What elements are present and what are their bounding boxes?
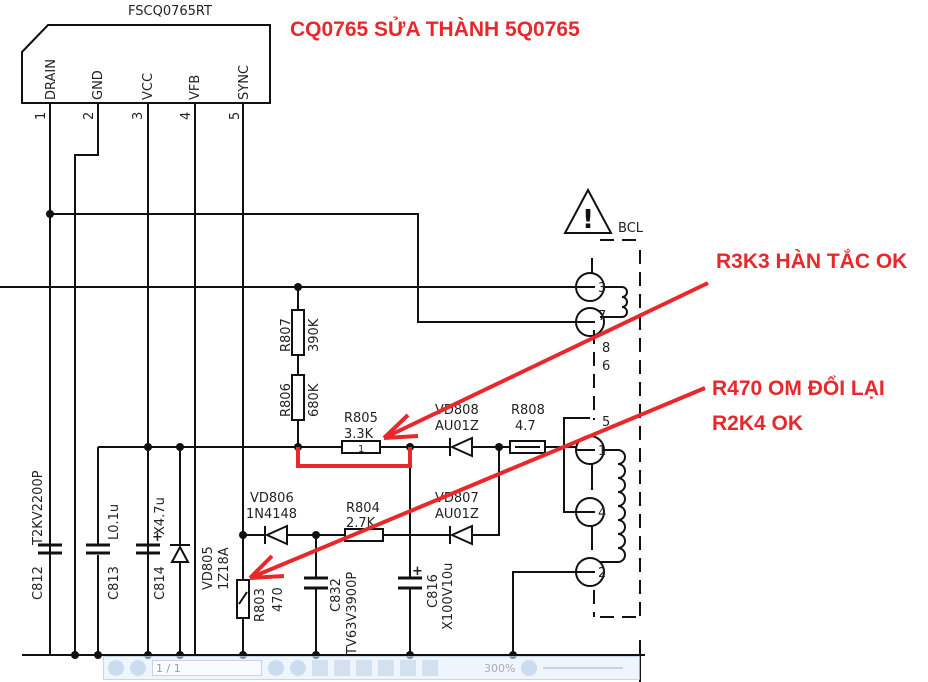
svg-text:+: + bbox=[412, 564, 423, 579]
svg-text:390K: 390K bbox=[307, 318, 322, 352]
annotation-r805: R3K3 HÀN TẮC OK bbox=[716, 249, 907, 273]
pin-label-sync: SYNC bbox=[237, 65, 252, 100]
svg-text:TV63V3900P: TV63V3900P bbox=[345, 572, 360, 656]
svg-text:C814: C814 bbox=[153, 566, 168, 600]
annotation-r803-line2: R2K4 OK bbox=[712, 412, 803, 435]
resistor-r807: R807 390K bbox=[279, 309, 322, 356]
svg-text:X4.7u: X4.7u bbox=[153, 497, 168, 535]
resistor-r803: R803 470 bbox=[236, 579, 286, 622]
svg-text:3: 3 bbox=[598, 281, 606, 296]
svg-text:C816: C816 bbox=[426, 574, 441, 608]
svg-text:4: 4 bbox=[598, 506, 606, 521]
capacitor-c814: + C814 X4.7u bbox=[136, 497, 168, 600]
first-page-icon[interactable] bbox=[108, 660, 124, 676]
capacitor-c813: C813 L0.1u bbox=[86, 504, 122, 600]
arrow-to-r805 bbox=[382, 281, 709, 440]
pin-num-2: 2 bbox=[82, 112, 97, 120]
thumbnails-icon[interactable] bbox=[422, 660, 438, 676]
svg-text:VD806: VD806 bbox=[250, 491, 294, 506]
arrow-to-r803 bbox=[248, 386, 706, 580]
svg-text:8: 8 bbox=[602, 341, 610, 356]
pin-num-3: 3 bbox=[131, 112, 146, 120]
svg-text:1N4148: 1N4148 bbox=[246, 507, 297, 522]
pin-label-gnd: GND bbox=[91, 70, 106, 100]
svg-text:R807: R807 bbox=[279, 318, 294, 352]
zener-vd805: VD805 1Z18A bbox=[170, 544, 232, 590]
pdf-toolbar: 1 / 1 300% bbox=[103, 656, 640, 680]
svg-text:470: 470 bbox=[271, 587, 286, 612]
svg-text:R803: R803 bbox=[253, 588, 268, 622]
zoom-slider[interactable] bbox=[543, 667, 624, 669]
svg-text:7: 7 bbox=[598, 309, 606, 324]
svg-text:R805: R805 bbox=[344, 411, 378, 426]
zoom-level[interactable]: 300% bbox=[484, 661, 516, 675]
svg-text:R804: R804 bbox=[346, 501, 380, 516]
pin-num-4: 4 bbox=[179, 112, 194, 120]
ic-fscq0765rt: FSCQ0765RT DRAIN GND VCC VFB SYNC 1 2 3 … bbox=[21, 4, 271, 120]
svg-text:C812: C812 bbox=[31, 566, 46, 600]
svg-text:C813: C813 bbox=[107, 566, 122, 600]
svg-text:T2KV2200P: T2KV2200P bbox=[31, 470, 46, 546]
resistor-r806: R806 680K bbox=[279, 374, 322, 421]
svg-text:BCL: BCL bbox=[618, 221, 644, 236]
continuous-icon[interactable] bbox=[378, 660, 394, 676]
wires bbox=[0, 103, 645, 682]
svg-text:AU01Z: AU01Z bbox=[435, 507, 479, 522]
facing-icon[interactable] bbox=[400, 660, 416, 676]
annotation-title: CQ0765 SỬA THÀNH 5Q0765 bbox=[290, 17, 580, 41]
svg-text:L0.1u: L0.1u bbox=[107, 504, 122, 540]
svg-text:+: + bbox=[152, 530, 163, 545]
zoom-out-icon[interactable] bbox=[521, 660, 538, 676]
capacitor-c812: C812 T2KV2200P bbox=[31, 470, 62, 600]
diode-vd806: VD806 1N4148 bbox=[246, 491, 297, 546]
svg-text:R808: R808 bbox=[511, 403, 545, 418]
svg-text:3.3K: 3.3K bbox=[344, 427, 374, 442]
resistor-r805: R805 3.3K 1 bbox=[341, 411, 381, 455]
ic-name: FSCQ0765RT bbox=[128, 4, 212, 19]
capacitor-c816: + C816 X100V10u bbox=[398, 563, 456, 630]
svg-text:4.7: 4.7 bbox=[515, 419, 536, 434]
pin-label-drain: DRAIN bbox=[44, 59, 59, 100]
forward-arrow-icon[interactable] bbox=[334, 660, 350, 676]
capacitor-c832: C832 TV63V3900P bbox=[304, 572, 360, 656]
pin-label-vcc: VCC bbox=[141, 73, 156, 100]
pin-num-1: 1 bbox=[34, 112, 49, 120]
page-number-input[interactable]: 1 / 1 bbox=[152, 660, 262, 676]
warning-icon: ! bbox=[582, 205, 594, 235]
back-arrow-icon[interactable] bbox=[312, 660, 328, 676]
svg-text:2: 2 bbox=[598, 566, 606, 581]
next-page-icon[interactable] bbox=[268, 660, 284, 676]
pin-num-5: 5 bbox=[228, 112, 243, 120]
transformer-bcl: ! BCL 3 7 8 6 5 1 4 2 bbox=[563, 187, 644, 618]
svg-text:AU01Z: AU01Z bbox=[435, 419, 479, 434]
svg-text:C832: C832 bbox=[329, 578, 344, 612]
resistor-r808: R808 4.7 bbox=[509, 403, 546, 454]
svg-text:R806: R806 bbox=[279, 383, 294, 417]
prev-page-icon[interactable] bbox=[130, 660, 146, 676]
single-page-icon[interactable] bbox=[356, 660, 372, 676]
pin-label-vfb: VFB bbox=[188, 75, 203, 100]
svg-text:5: 5 bbox=[602, 415, 610, 430]
last-page-icon[interactable] bbox=[290, 660, 306, 676]
svg-text:6: 6 bbox=[602, 359, 610, 374]
annotations: CQ0765 SỬA THÀNH 5Q0765 R3K3 HÀN TẮC OK … bbox=[248, 17, 907, 580]
annotation-r803-line1: R470 OM ĐỔI LẠI bbox=[712, 376, 885, 400]
svg-text:X100V10u: X100V10u bbox=[441, 563, 456, 630]
jumper-mark bbox=[296, 447, 412, 468]
svg-text:1: 1 bbox=[598, 444, 606, 459]
svg-text:1: 1 bbox=[358, 444, 364, 455]
svg-text:VD805: VD805 bbox=[201, 546, 216, 590]
svg-text:1Z18A: 1Z18A bbox=[217, 547, 232, 590]
svg-text:680K: 680K bbox=[307, 383, 322, 417]
